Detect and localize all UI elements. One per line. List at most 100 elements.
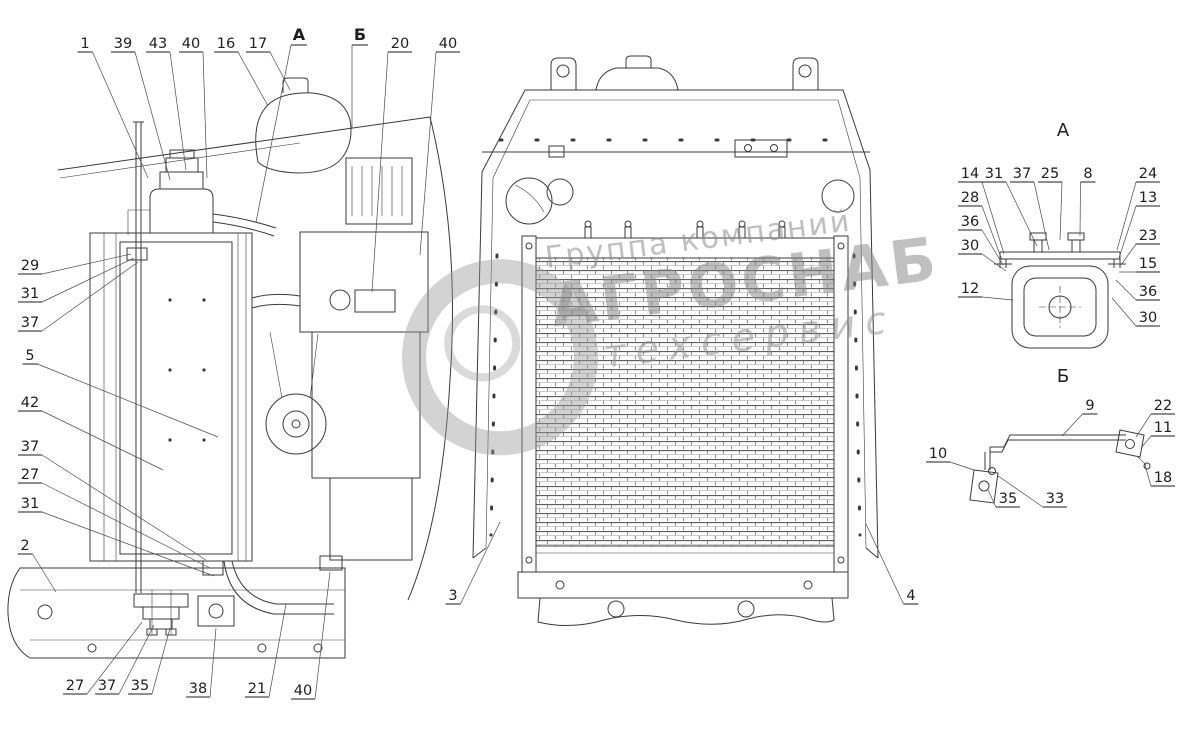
expansion-tank-cap <box>282 77 309 93</box>
callout-13-35: 13 <box>1139 190 1157 206</box>
mount-spacer <box>149 618 173 630</box>
callout-39-1: 39 <box>114 36 132 52</box>
leader-line-11-42 <box>1140 435 1152 449</box>
callout-27-17: 27 <box>66 678 84 694</box>
callout-30-39: 30 <box>1139 310 1157 326</box>
expansion-tank <box>255 92 352 174</box>
callout-38-20: 38 <box>189 681 207 697</box>
callout-9-40: 9 <box>1085 398 1094 414</box>
callout-36-32: 36 <box>961 214 979 230</box>
lift-bracket-right <box>792 57 819 90</box>
section-marker-А: А <box>293 25 306 44</box>
frame-bolt-1 <box>87 643 97 653</box>
latch-hole-2 <box>770 144 778 152</box>
callout-22-41: 22 <box>1154 398 1172 414</box>
leader-line-35-45 <box>987 489 997 508</box>
fender-curve <box>407 116 453 601</box>
engine-head <box>299 231 429 333</box>
side-bracket-left <box>521 235 537 573</box>
outlet-flange <box>319 555 343 571</box>
leader-line-22-41 <box>1135 413 1152 438</box>
frame-hole-right <box>737 600 755 618</box>
callout-29-8: 29 <box>21 258 39 274</box>
detail-a-drawing <box>994 232 1126 349</box>
callout-14-25: 14 <box>961 166 979 182</box>
leader-line-37-18 <box>118 624 155 695</box>
mount-cushion <box>142 606 180 620</box>
leader-line-35-19 <box>151 627 171 695</box>
radiator-cap-top <box>169 149 195 158</box>
callout-33-46: 33 <box>1046 491 1064 507</box>
leader-line-12-34 <box>981 296 1014 301</box>
air-cleaner-fins <box>351 166 403 216</box>
leader-line-13-35 <box>1118 205 1137 259</box>
latch-hole-1 <box>744 144 752 152</box>
bracket-bolt-tl <box>525 242 533 250</box>
section-marker-Б: Б <box>354 25 366 44</box>
leader-line-40-22 <box>314 571 331 700</box>
leader-line-37-10 <box>41 261 139 332</box>
leader-line-31-26 <box>1005 181 1038 247</box>
top-tank <box>535 237 835 259</box>
callout-21-21: 21 <box>248 681 266 697</box>
crank-pulley-center <box>291 419 301 429</box>
callout-40-22: 40 <box>294 683 312 699</box>
leader-line-37-13 <box>41 454 207 561</box>
hood-line-2 <box>59 142 301 179</box>
callout-37-27: 37 <box>1013 166 1031 182</box>
leader-line-9-40 <box>1061 413 1083 437</box>
stay-rod <box>133 121 144 593</box>
leader-line-5-11 <box>37 363 219 438</box>
water-pump <box>329 289 351 311</box>
edge-rivets-right <box>852 253 862 537</box>
leader-line-20-6 <box>371 51 389 293</box>
end-fitting-right <box>1108 252 1126 268</box>
leader-line-28-31 <box>981 205 1003 261</box>
leader-line-18-44 <box>1144 464 1152 487</box>
callout-30-33: 30 <box>961 238 979 254</box>
fan-belt <box>269 331 319 399</box>
tie-rod <box>990 434 1126 453</box>
rod-left-drop <box>984 447 991 470</box>
leader-line-27-17 <box>86 621 143 695</box>
left-bracket <box>969 469 999 504</box>
cushion-centerlines <box>1039 286 1081 328</box>
callout-40-7: 40 <box>439 36 457 52</box>
view-title-Б: Б <box>1057 366 1069 387</box>
callout-43-2: 43 <box>149 36 167 52</box>
callout-2-16: 2 <box>20 538 29 554</box>
shroud-inner <box>485 99 867 549</box>
fan-opening-arc <box>514 184 545 213</box>
lower-hose <box>223 560 334 615</box>
bracket-bolt-br <box>837 556 845 564</box>
filler-collar <box>159 171 204 189</box>
radiator-side-outline <box>89 232 253 562</box>
callout-24-30: 24 <box>1139 166 1157 182</box>
leader-lines <box>17 44 1175 700</box>
edge-rivets-left <box>489 253 499 537</box>
cushion-outer <box>1011 265 1109 349</box>
fan-opening <box>505 177 553 225</box>
frame-wavy-edge <box>537 597 835 627</box>
leader-line-23-36 <box>1120 243 1137 266</box>
leader-line-31-15 <box>41 511 215 577</box>
leader-line-43-2 <box>169 51 187 171</box>
overflow-tube <box>127 209 150 235</box>
bypass-hose <box>251 293 301 309</box>
crank-pulley <box>265 393 327 455</box>
callout-18-44: 18 <box>1154 470 1172 486</box>
leader-line-38-20 <box>209 627 217 698</box>
leader-line-27-14 <box>41 482 211 569</box>
bottom-frame <box>517 571 849 599</box>
leader-line-33-46 <box>997 475 1044 508</box>
callout-37-10: 37 <box>21 315 39 331</box>
frame-outline <box>7 567 346 659</box>
air-cleaner <box>345 157 413 225</box>
leader-line-17-5 <box>269 51 291 91</box>
frame-hole-left <box>607 600 625 618</box>
radiator-core <box>535 257 835 547</box>
opening-right <box>821 179 855 213</box>
leader-line-42-12 <box>41 410 164 471</box>
callout-40-3: 40 <box>182 36 200 52</box>
